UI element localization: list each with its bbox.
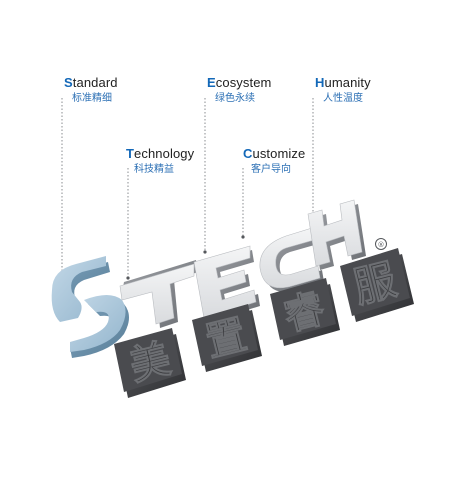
letter-e xyxy=(193,245,260,322)
callout-standard-title: Standard xyxy=(64,75,118,90)
callout-technology-title: Technology xyxy=(126,146,194,161)
cn-char-1-block: 美 xyxy=(114,328,186,398)
callout-customize-initial: C xyxy=(243,146,253,161)
leader-lines xyxy=(61,98,314,278)
cn-char-4-block: 服 xyxy=(340,248,414,322)
callout-humanity-initial: H xyxy=(315,75,325,90)
callout-humanity: Humanity 人性温度 xyxy=(315,75,371,105)
s-shape-logo xyxy=(51,256,129,358)
callout-customize: Customize 客户导向 xyxy=(243,146,305,176)
cn-char-1: 美 xyxy=(125,336,175,390)
callout-standard-cn: 标准精细 xyxy=(72,93,112,104)
callout-ecosystem-title: Ecosystem xyxy=(207,75,271,90)
cn-char-2-block: 置 xyxy=(192,304,262,372)
callout-customize-rest: ustomize xyxy=(252,146,306,161)
callout-ecosystem: Ecosystem 绿色永续 xyxy=(207,75,271,105)
callout-ecosystem-initial: E xyxy=(207,75,216,90)
registered-mark: ® xyxy=(378,241,385,249)
callout-ecosystem-rest: cosystem xyxy=(215,75,272,90)
callout-standard-rest: tandard xyxy=(72,75,118,90)
callout-customize-title: Customize xyxy=(243,146,305,161)
letter-c xyxy=(259,227,324,292)
callout-technology-rest: echnology xyxy=(134,146,195,161)
registered-mark-icon: ® xyxy=(375,238,387,250)
callout-ecosystem-cn: 绿色永续 xyxy=(215,93,255,104)
callout-technology: Technology 科技精益 xyxy=(126,146,194,176)
callout-standard: Standard 标准精细 xyxy=(64,75,118,105)
callout-humanity-title: Humanity xyxy=(315,75,371,90)
callout-technology-initial: T xyxy=(126,146,135,161)
callout-humanity-rest: umanity xyxy=(324,75,371,90)
cn-char-3-block: 睿 xyxy=(270,278,340,346)
letter-t xyxy=(119,260,198,328)
callout-humanity-cn: 人性温度 xyxy=(323,93,363,104)
letter-h xyxy=(307,199,366,270)
callout-technology-cn: 科技精益 xyxy=(134,164,174,175)
callout-customize-cn: 客户导向 xyxy=(251,164,291,175)
callout-standard-initial: S xyxy=(64,75,73,90)
